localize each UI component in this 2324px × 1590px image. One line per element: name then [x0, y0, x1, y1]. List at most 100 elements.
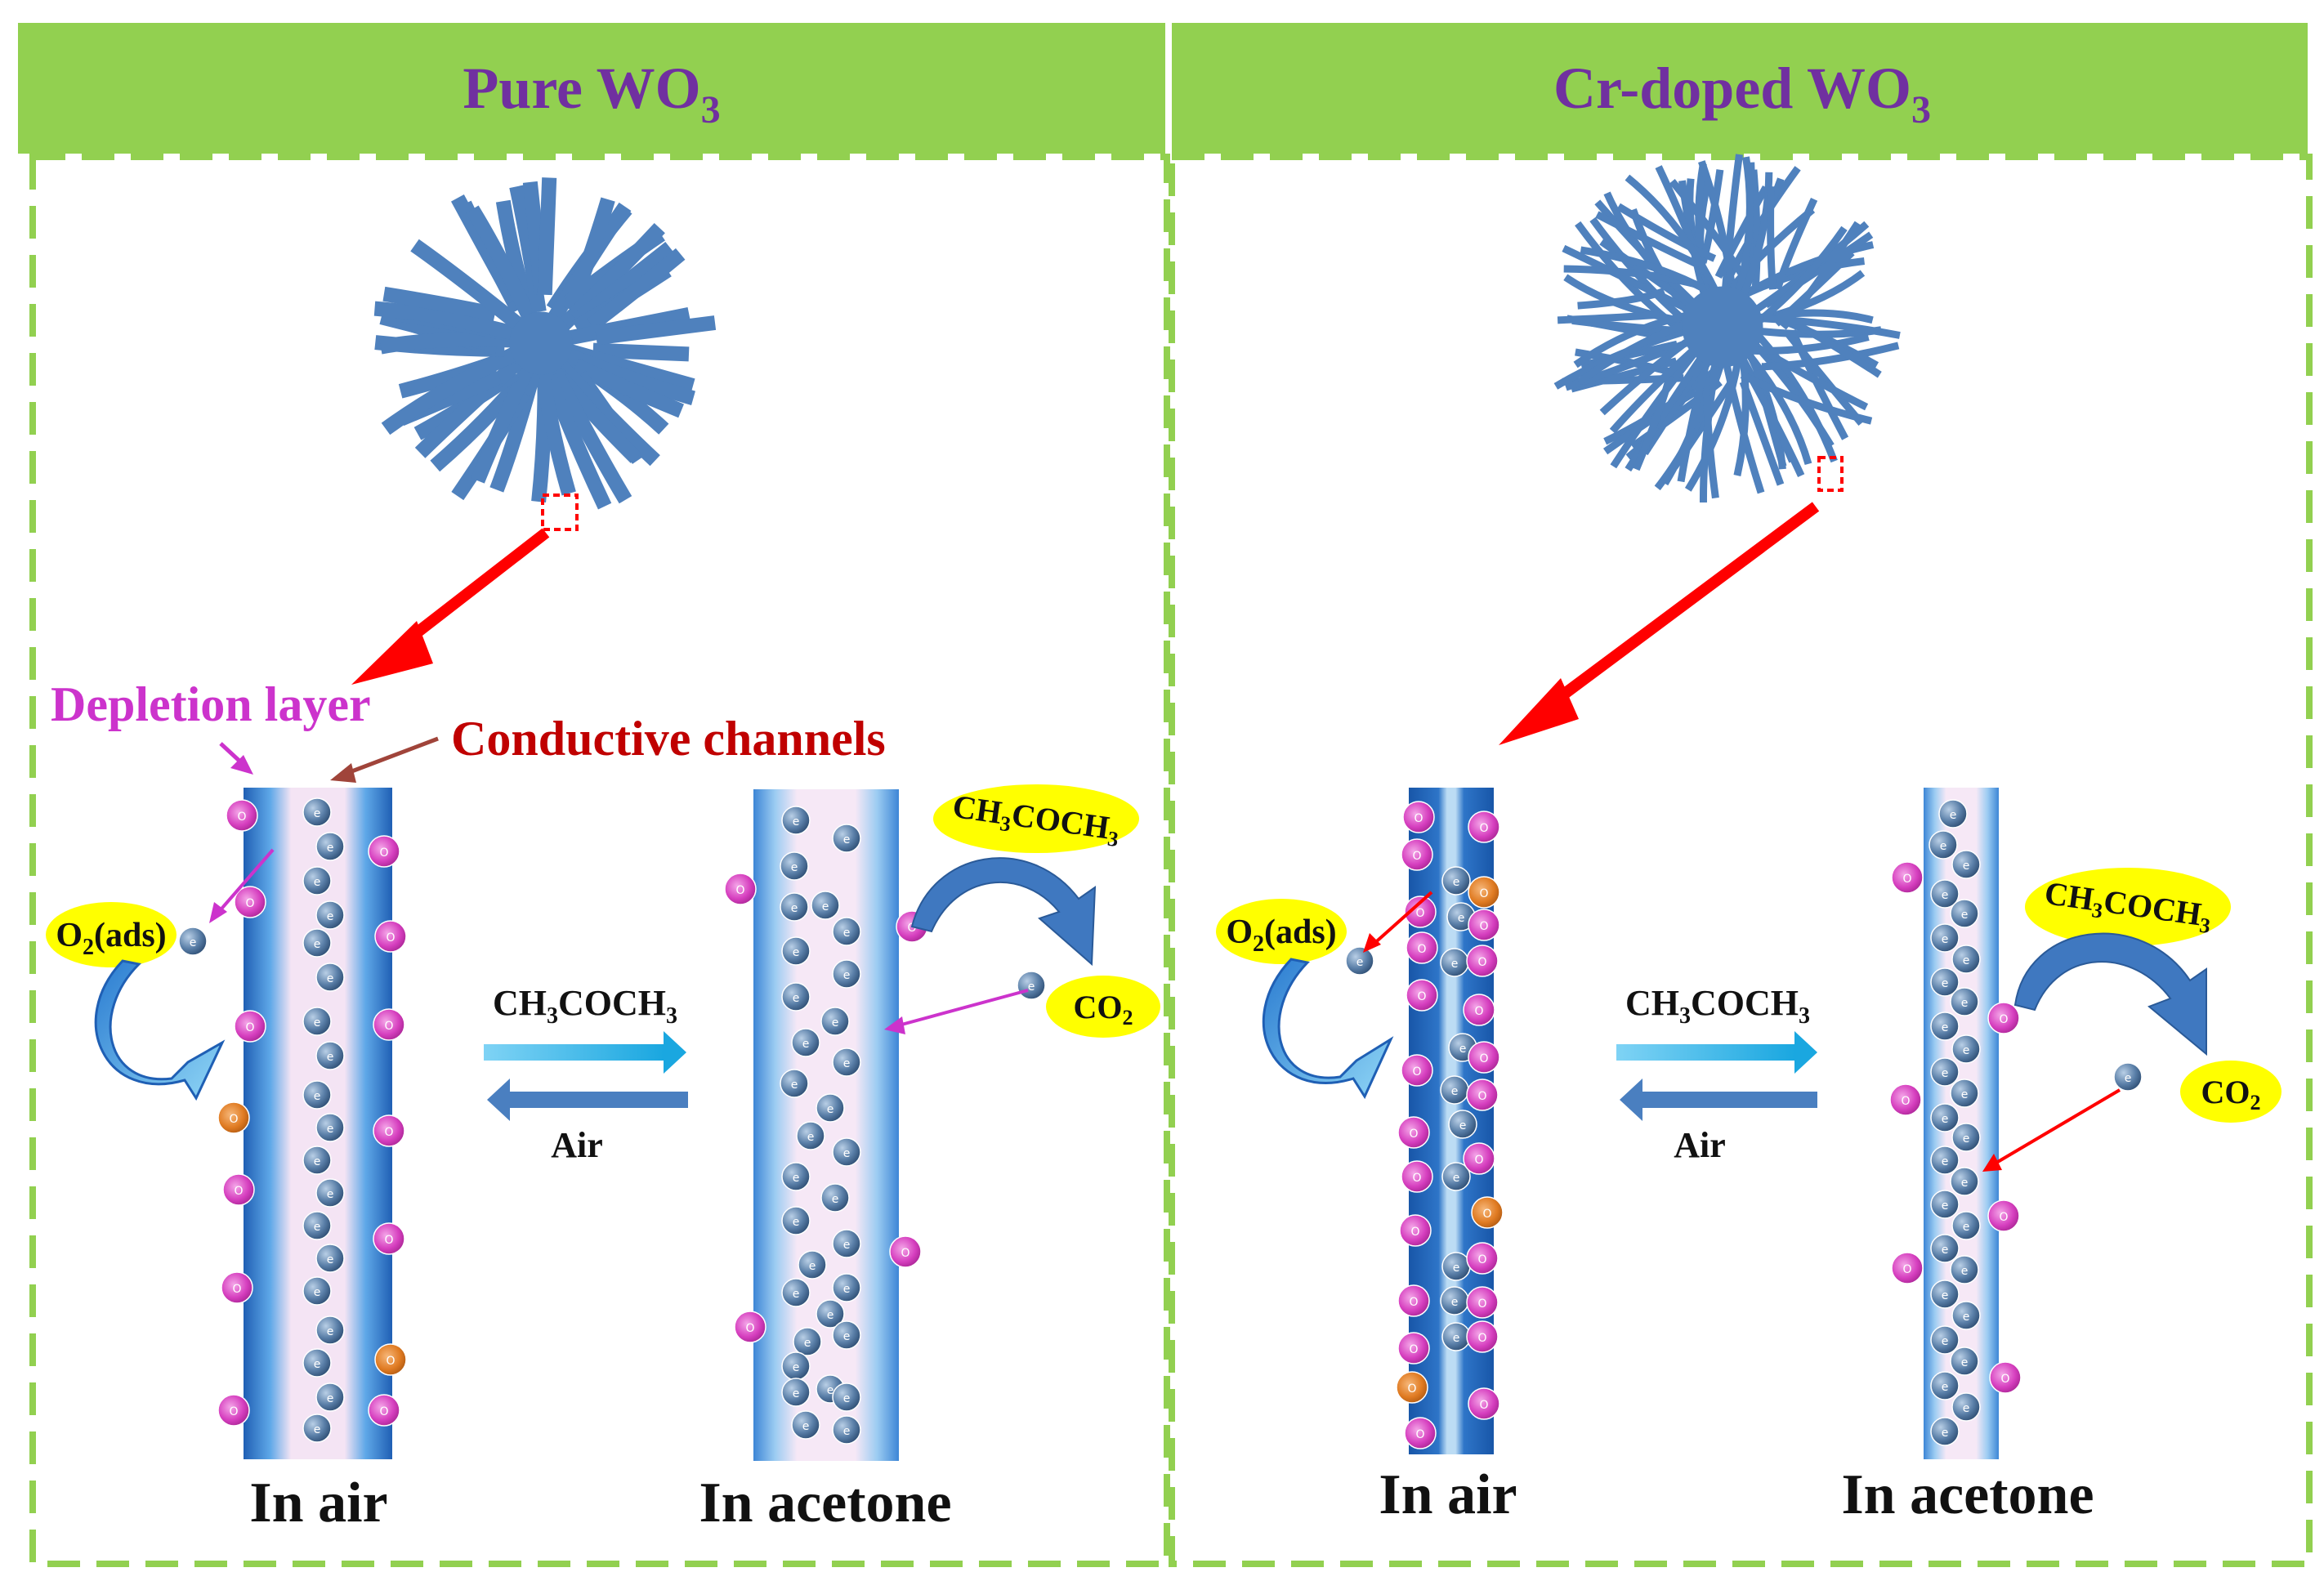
svg-text:O: O: [1412, 1172, 1421, 1185]
electron-particle: e: [1930, 1325, 1960, 1355]
acetone-molecule-badge-left: CH3COCH3: [933, 784, 1139, 853]
electron-particle: e: [1930, 1057, 1960, 1087]
svg-text:e: e: [1963, 1221, 1970, 1234]
nanoflower-bristle: [381, 340, 533, 435]
electron-particle: e: [811, 891, 840, 920]
oxygen-ion-particle: O: [1466, 1079, 1499, 1111]
electron-particle: e: [791, 1028, 820, 1057]
oxygen-ion-particle: O: [373, 1114, 405, 1147]
svg-text:e: e: [827, 1103, 834, 1116]
svg-text:e: e: [314, 938, 321, 951]
oxygen-ion-particle: O: [1466, 1320, 1499, 1353]
electron-particle: e: [832, 917, 861, 946]
nanoflower-bristle: [1740, 371, 1873, 425]
svg-text:CO2: CO2: [1074, 989, 1133, 1029]
in-acetone-label-left: In acetone: [699, 1472, 951, 1534]
electron-particle: e: [1448, 1110, 1477, 1139]
svg-text:O: O: [1999, 1013, 2008, 1026]
svg-text:O: O: [1479, 1399, 1488, 1412]
svg-text:O: O: [237, 811, 246, 824]
svg-text:e: e: [802, 1420, 810, 1433]
electron-particle: e: [1930, 1146, 1960, 1175]
electron-particle: e: [1930, 1103, 1960, 1132]
svg-text:O: O: [245, 1021, 254, 1034]
svg-text:O: O: [901, 1247, 909, 1260]
oxygen-molecule-particle: O: [1396, 1371, 1428, 1404]
electron-release-arrow-left: [884, 989, 1029, 1034]
svg-text:O: O: [1477, 1297, 1486, 1311]
svg-text:e: e: [791, 902, 798, 915]
electron-particle: e: [2113, 1062, 2143, 1092]
svg-text:O: O: [1902, 873, 1911, 886]
nanoflower-core: [1682, 286, 1763, 368]
svg-text:e: e: [791, 1079, 798, 1092]
electron-particle: e: [315, 1178, 345, 1208]
svg-text:O: O: [384, 1234, 393, 1247]
svg-text:e: e: [793, 946, 800, 959]
electron-particle: e: [1441, 1322, 1471, 1351]
svg-text:e: e: [843, 1425, 851, 1438]
svg-text:e: e: [1950, 809, 1957, 822]
depletion-layer-label: Depletion layer: [51, 677, 371, 731]
svg-text:O: O: [386, 1355, 395, 1368]
electron-particle: e: [1938, 799, 1968, 828]
in-air-label-left: In air: [249, 1472, 387, 1534]
electron-release-arrow-right: [1982, 1088, 2121, 1172]
svg-text:e: e: [314, 1286, 321, 1299]
oxygen-molecule-particle: O: [217, 1101, 250, 1134]
svg-text:O: O: [745, 1322, 754, 1335]
svg-text:CO2: CO2: [2201, 1074, 2261, 1114]
electron-particle: e: [1950, 1347, 1979, 1376]
oxygen-ion-particle: O: [1468, 1041, 1500, 1074]
nanoflower-bristle: [1577, 287, 1666, 310]
svg-text:O: O: [1477, 956, 1486, 969]
oxygen-ion-particle: O: [1404, 895, 1437, 928]
svg-text:O2(ads): O2(ads): [1226, 913, 1336, 957]
electron-particle: e: [1950, 1167, 1979, 1196]
svg-text:e: e: [1942, 1067, 1949, 1080]
electron-particle: e: [832, 1273, 861, 1302]
nanoflower-core: [509, 311, 573, 375]
svg-text:O: O: [1409, 1343, 1418, 1356]
reverse-air-label-left: Air: [551, 1125, 603, 1165]
zoom-box-left: [541, 494, 579, 531]
electron-particle: e: [781, 936, 811, 966]
electron-particle: e: [816, 1299, 845, 1329]
electron-particle: e: [832, 1415, 861, 1445]
oxygen-ion-particle: O: [217, 1394, 250, 1427]
electron-particle: e: [832, 1382, 861, 1412]
svg-text:e: e: [843, 1057, 851, 1070]
svg-text:e: e: [843, 969, 851, 982]
electron-particle: e: [1930, 1234, 1960, 1263]
svg-text:e: e: [1453, 1172, 1460, 1185]
electron-particle: e: [832, 959, 861, 989]
oxygen-ion-particle: O: [1891, 1252, 1924, 1284]
electron-particle: e: [1930, 1190, 1960, 1219]
electron-particle: e: [302, 866, 332, 895]
equilibrium-arrows-right: [1616, 1031, 1817, 1121]
svg-text:O: O: [735, 884, 744, 897]
svg-text:e: e: [832, 1016, 839, 1029]
svg-text:e: e: [843, 1239, 851, 1252]
svg-text:e: e: [1942, 889, 1949, 902]
electron-particle: e: [1950, 1255, 1979, 1284]
oxygen-ion-particle: O: [234, 886, 266, 918]
nanoflower-bristle: [1599, 339, 1689, 416]
svg-text:O: O: [245, 897, 254, 910]
electron-particle: e: [1951, 850, 1981, 879]
nanoflower-bristle: [1633, 375, 1674, 471]
nanoflower-bristle: [1702, 371, 1719, 499]
svg-text:e: e: [2125, 1072, 2132, 1085]
svg-text:O: O: [1479, 887, 1488, 900]
oxygen-ion-particle: O: [221, 1271, 253, 1304]
adsorption-curve-arrow-left: [94, 959, 226, 1101]
electron-particle: e: [832, 1229, 861, 1258]
electron-particle: e: [302, 1211, 332, 1240]
nanoflower-bristle: [382, 286, 497, 322]
svg-text:e: e: [827, 1384, 834, 1397]
svg-text:e: e: [1942, 1113, 1949, 1126]
electron-particle: e: [781, 1278, 811, 1307]
nanoflower-bristle: [1580, 246, 1709, 294]
svg-text:e: e: [1963, 1132, 1970, 1146]
